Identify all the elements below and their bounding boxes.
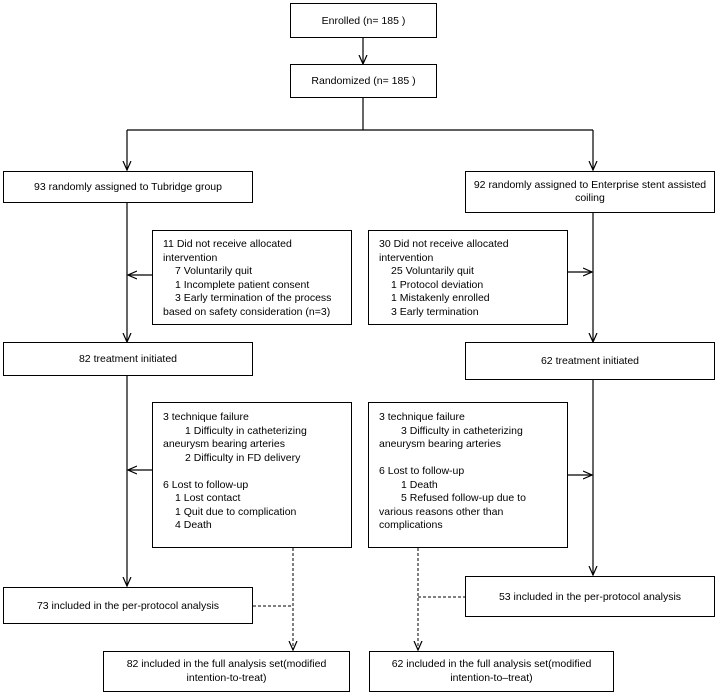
left-excluded-line: based on safety consideration (n=3): [163, 305, 331, 318]
left-full-analysis-box: 82 included in the full analysis set(mod…: [103, 651, 350, 692]
left-losses-line: aneurysm bearing arteries: [163, 438, 285, 450]
left-excluded-line: 11 Did not receive allocated: [163, 238, 292, 250]
left-losses-line: 6 Lost to follow-up: [163, 478, 249, 491]
left-losses-line: [163, 465, 351, 479]
left-losses-line: 1 Difficulty in catheterizing: [185, 424, 307, 437]
right-losses-line: various reasons other than: [379, 505, 504, 518]
left-losses-line: 1 Quit due to complication: [175, 505, 297, 518]
right-excluded-line: 30 Did not receive allocated: [379, 238, 509, 250]
right-full-analysis-line1: 62 included in the full analysis set(mod…: [391, 658, 592, 670]
left-losses-line: 2 Difficulty in FD delivery: [185, 451, 301, 464]
right-excluded-line: 3 Early termination: [391, 305, 479, 318]
left-per-protocol-box: 73 included in the per-protocol analysis: [3, 587, 253, 624]
right-per-protocol-box: 53 included in the per-protocol analysis: [465, 576, 715, 617]
left-losses-line: 3 technique failure: [163, 411, 249, 423]
left-excluded-line: intervention: [163, 251, 218, 264]
right-assigned-box: 92 randomly assigned to Enterprise stent…: [465, 171, 715, 213]
right-losses-line: aneurysm bearing arteries: [379, 438, 501, 450]
right-full-analysis-box: 62 included in the full analysis set(mod…: [369, 651, 614, 692]
randomized-label: Randomized (n= 185 ): [311, 75, 416, 87]
enrolled-label: Enrolled (n= 185 ): [321, 14, 406, 27]
left-excluded-line: 3 Early termination of the process: [175, 292, 332, 304]
right-initiated-label: 62 treatment initiated: [540, 355, 640, 367]
right-losses-line: 1 Death: [401, 478, 438, 491]
right-assigned-label-line1: 92 randomly assigned to Enterprise stent…: [473, 178, 707, 191]
left-excluded-line: 7 Voluntarily quit: [175, 265, 253, 277]
left-initiated-box: 82 treatment initiated: [3, 342, 253, 376]
right-excluded-line: 1 Mistakenly enrolled: [391, 292, 490, 304]
randomized-box: Randomized (n= 185 ): [290, 64, 437, 98]
right-losses-line: [379, 452, 567, 466]
right-losses-line: 3 Difficulty in catheterizing: [401, 424, 523, 437]
enrolled-box: Enrolled (n= 185 ): [290, 3, 437, 38]
right-losses-line: 6 Lost to follow-up: [379, 465, 465, 477]
left-excluded-line: 1 Incomplete patient consent: [175, 278, 310, 291]
right-excluded-line: 25 Voluntarily quit: [391, 265, 474, 277]
left-assigned-box: 93 randomly assigned to Tubridge group: [3, 171, 253, 203]
left-losses-line: 4 Death: [175, 519, 212, 531]
left-per-protocol-label: 73 included in the per-protocol analysis: [36, 599, 220, 612]
left-initiated-label: 82 treatment initiated: [78, 353, 178, 365]
right-losses-line: 5 Refused follow-up due to: [401, 492, 526, 504]
left-full-analysis-line2: intention-to-treat): [186, 671, 267, 684]
right-excluded-line: 1 Protocol deviation: [391, 278, 484, 291]
left-assigned-label: 93 randomly assigned to Tubridge group: [34, 181, 222, 193]
right-per-protocol-label: 53 included in the per-protocol analysis: [498, 590, 682, 603]
right-full-analysis-line2: intention-to–treat): [450, 671, 533, 684]
right-losses-line: complications: [379, 519, 443, 531]
right-initiated-box: 62 treatment initiated: [465, 342, 715, 380]
right-excluded-line: intervention: [379, 251, 434, 264]
left-losses-line: 1 Lost contact: [175, 492, 241, 504]
left-full-analysis-line1: 82 included in the full analysis set(mod…: [126, 658, 327, 670]
right-assigned-label-line2: coiling: [575, 192, 605, 204]
right-losses-line: 3 technique failure: [379, 411, 465, 423]
